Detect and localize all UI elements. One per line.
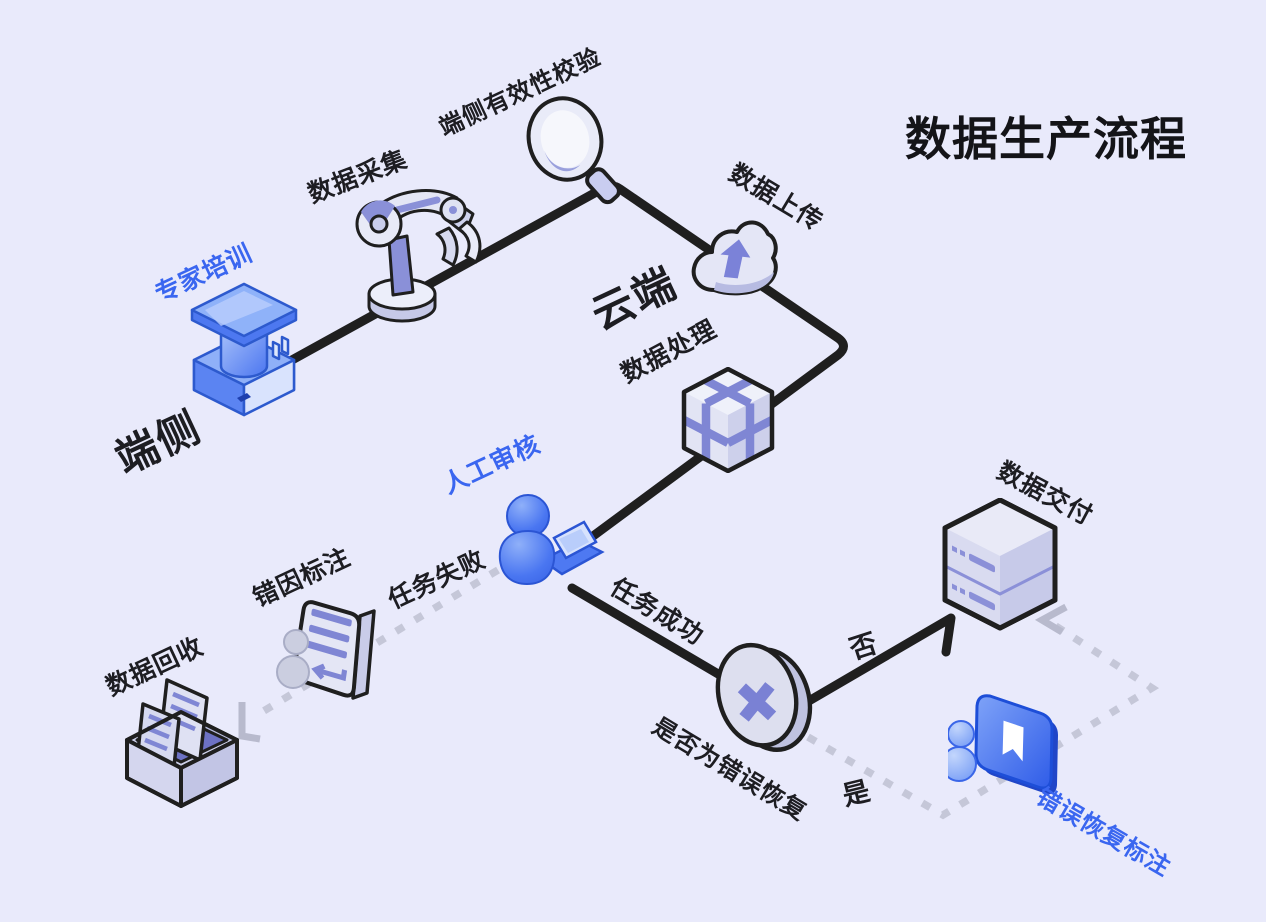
error-recovery-annotation-icon [948, 694, 1058, 794]
processing-cube-icon [681, 367, 775, 473]
magnifier-icon [526, 96, 621, 205]
recycle-arrowhead [238, 702, 261, 743]
diagram-title: 数据生产流程 [905, 113, 1187, 165]
cloud-upload-icon [691, 220, 778, 296]
reviewer-person-icon [498, 494, 605, 586]
data-recycle-box-icon [125, 678, 239, 808]
error-cause-annotation-icon [276, 600, 376, 700]
review-to-decision-line [567, 583, 747, 693]
delivery-arrowhead [1034, 603, 1068, 636]
expert-training-icon [190, 282, 298, 417]
decision-disc-icon [715, 642, 813, 753]
recovery-dotted-line [806, 617, 1160, 820]
robot-arm-icon [355, 189, 482, 323]
server-icon [942, 498, 1058, 631]
task-failed-dotted-line [260, 566, 500, 716]
decision-to-delivery-arrow [785, 613, 956, 717]
